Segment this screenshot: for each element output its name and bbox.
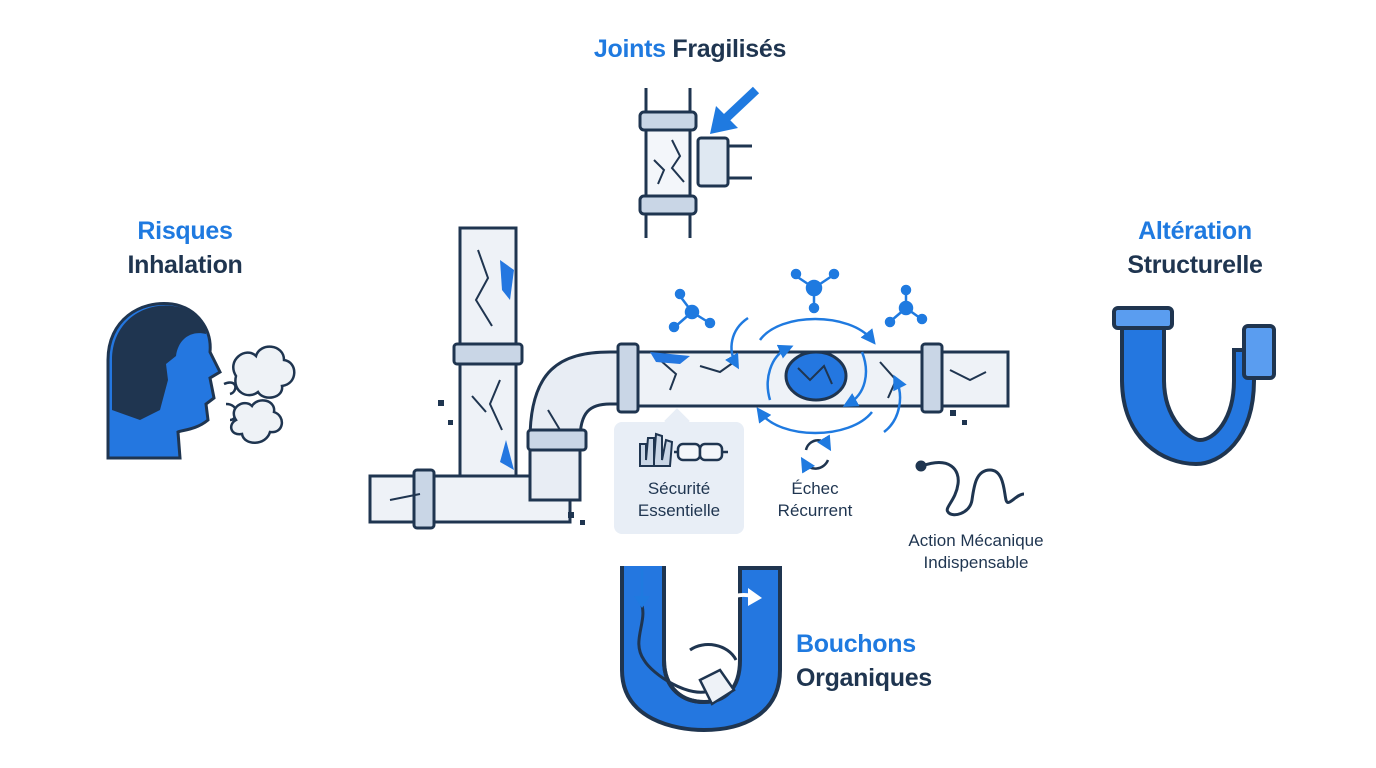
joints-accent-word: Joints — [593, 35, 666, 63]
action-line: Action Mécanique — [908, 531, 1044, 550]
blue-crack-highlights — [500, 260, 690, 470]
cracked-joint-icon — [638, 88, 752, 238]
clog-blockage-icon — [784, 350, 848, 402]
bouchons-organiques-title: Bouchons Organiques — [796, 627, 932, 695]
safety-panel — [614, 422, 744, 534]
echec-recurrent-label: Échec Récurrent — [760, 478, 870, 522]
risques-line: Risques — [137, 217, 233, 245]
gloves-icon — [639, 432, 674, 467]
alteration-structurelle-title: Altération Structurelle — [1095, 214, 1295, 282]
molecule-icon — [668, 288, 716, 333]
recurrent-line: Récurrent — [777, 501, 853, 520]
pressure-arrow-icon — [710, 86, 760, 134]
securite-line: Sécurité — [647, 479, 711, 498]
goggles-icon — [674, 442, 728, 462]
person-inhaling-icon — [106, 302, 238, 460]
echec-line: Échec — [791, 479, 839, 498]
essentielle-line: Essentielle — [637, 501, 721, 520]
joints-fragilises-title: Joints Fragilisés — [560, 32, 820, 66]
action-mecanique-label: Action Mécanique Indispensable — [886, 530, 1066, 574]
structurelle-line: Structurelle — [1127, 251, 1263, 279]
smoke-cloud-icon — [229, 345, 296, 444]
inhalation-line: Inhalation — [127, 251, 243, 279]
p-trap-icon — [1112, 306, 1276, 467]
bouchons-line: Bouchons — [796, 630, 916, 658]
molecule-icon-3 — [884, 284, 928, 328]
debris-particles — [438, 400, 967, 525]
recycle-arrows-icon — [800, 434, 832, 474]
securite-essentielle-label: Sécurité Essentielle — [614, 478, 744, 522]
risques-inhalation-title: Risques Inhalation — [85, 214, 285, 282]
molecule-icon-2 — [790, 268, 840, 314]
clogged-u-trap-icon — [620, 566, 782, 733]
indispensable-line: Indispensable — [923, 553, 1029, 572]
swirl-arrows-icon — [725, 316, 907, 435]
flow-arrow-icon — [634, 568, 762, 621]
snake-auger-icon — [915, 460, 1025, 517]
joints-rest-word: Fragilisés — [672, 35, 787, 63]
alteration-line: Altération — [1138, 217, 1252, 245]
organiques-line: Organiques — [796, 664, 932, 692]
